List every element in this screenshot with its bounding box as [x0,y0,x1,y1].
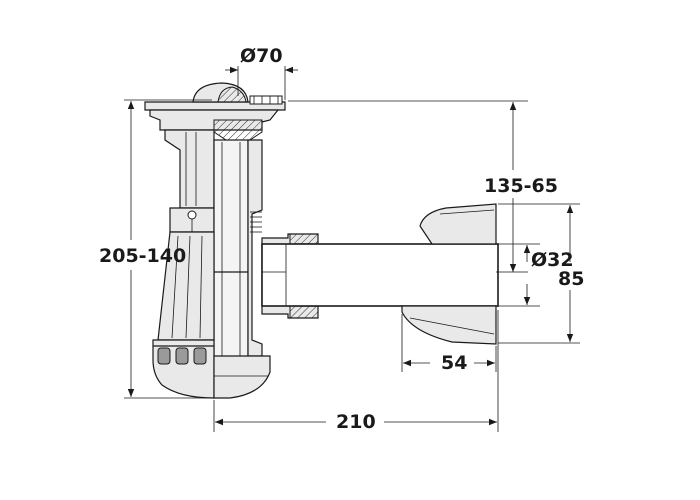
nut-hatch-bottom [289,305,319,319]
dim-diameter-pipe: Ø32 [531,249,574,271]
dim-collar-width: 54 [441,352,467,374]
dimension-labels: Ø70 205-140 135-65 Ø32 85 54 210 [99,45,584,433]
cap-grip-3 [193,347,207,365]
inner-pipe [213,139,249,381]
cap-grip-2 [175,347,189,365]
dim-depth-range: 135-65 [484,175,558,197]
cap-grip-1 [157,347,171,365]
nut-hatch-top [289,233,319,245]
wall-rosette-bottom [401,305,497,345]
bottom-cap-right [213,355,271,399]
wall-rosette-top [419,203,497,245]
dim-diameter-top: Ø70 [240,45,283,67]
strainer [249,95,283,105]
outlet-pipe [261,203,499,345]
siphon-body [144,82,286,399]
dim-outlet-height: 85 [558,268,584,290]
dimension-lines [124,66,580,432]
neck-tube [164,129,215,209]
flange-section-hatch [213,119,263,141]
dim-total-width: 210 [336,411,376,433]
nut-screw [187,210,197,220]
outlet-tube [261,243,499,307]
drain-cap-hatch [217,86,247,103]
thread-fitting [250,211,262,233]
dim-height-range: 205-140 [99,245,186,267]
body-right-wall [247,139,263,357]
